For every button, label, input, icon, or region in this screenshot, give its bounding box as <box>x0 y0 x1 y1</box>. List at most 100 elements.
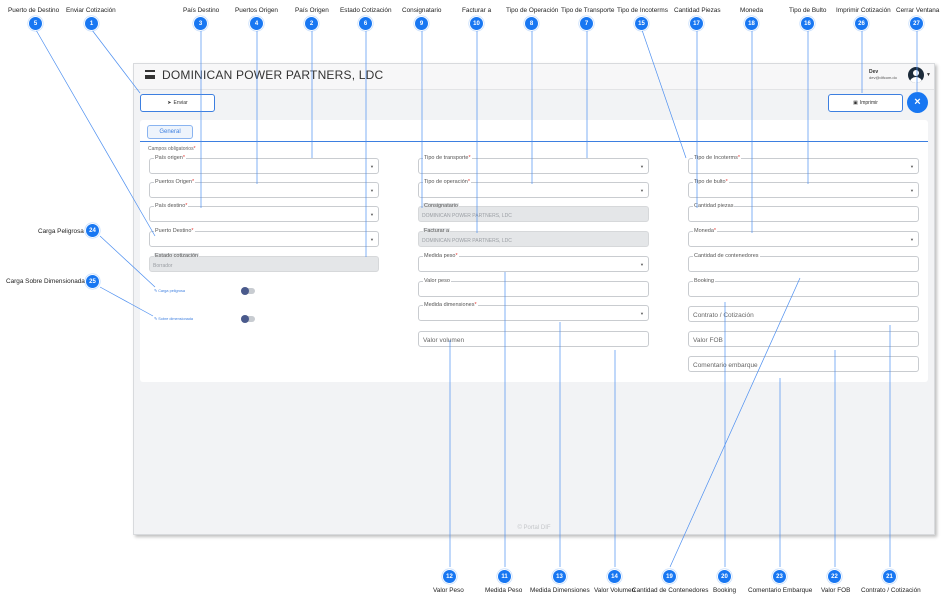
quotation-window: DOMINICAN POWER PARTNERS, LDC Dev dev@di… <box>133 63 935 535</box>
company-name: DOMINICAN POWER PARTNERS, LDC <box>162 68 384 82</box>
contrato-cotizacion-placeholder: Contrato / Cotización <box>693 312 754 319</box>
cantidad-contenedores-input[interactable]: Cantidad de contenedores <box>688 253 919 272</box>
valor-peso-input[interactable]: Valor peso <box>418 278 649 297</box>
callout-badge-12: 12 <box>442 569 457 584</box>
callout-label-23: Comentario Embarque <box>748 587 813 594</box>
carga-peligrosa-label: Carga peligrosa <box>158 288 185 293</box>
puertos-origen-select[interactable]: Puertos Origen* ▼ <box>149 179 379 198</box>
print-quotation-button[interactable]: ▣ Imprimir <box>828 94 903 112</box>
estado-cotizacion-value: Borrador <box>153 263 173 269</box>
valor-fob-input[interactable]: Valor FOB <box>688 331 919 347</box>
callout-badge-1: 1 <box>84 16 99 31</box>
chevron-down-icon: ▼ <box>910 164 914 169</box>
chevron-down-icon: ▼ <box>370 164 374 169</box>
callout-badge-4: 4 <box>249 16 264 31</box>
callout-badge-18: 18 <box>744 16 759 31</box>
tipo-operacion-select[interactable]: Tipo de operación* ▼ <box>418 179 649 198</box>
callout-label-26: Imprimir Cotización <box>836 7 891 14</box>
carga-peligrosa-toggle[interactable] <box>241 287 255 295</box>
callout-badge-17: 17 <box>689 16 704 31</box>
callout-badge-5: 5 <box>28 16 43 31</box>
printer-icon: ▣ <box>853 100 858 106</box>
callout-label-7: Tipo de Transporte <box>561 7 615 14</box>
callout-label-12: Valor Peso <box>433 587 464 594</box>
moneda-select[interactable]: Moneda* ▼ <box>688 228 919 247</box>
callout-badge-13: 13 <box>552 569 567 584</box>
user-avatar-icon[interactable] <box>908 67 924 83</box>
consignatario-field: Consignatario DOMINICAN POWER PARTNERS, … <box>418 203 649 222</box>
sobre-dimensionada-toggle[interactable] <box>241 315 255 323</box>
booking-label: Booking <box>693 278 715 284</box>
callout-badge-16: 16 <box>800 16 815 31</box>
estado-cotizacion-field: Estado cotización Borrador <box>149 253 379 272</box>
callout-badge-10: 10 <box>469 16 484 31</box>
chevron-down-icon: ▼ <box>370 212 374 217</box>
carga-peligrosa-row: ✎ Carga peligrosa <box>154 288 185 294</box>
contrato-cotizacion-input[interactable]: Contrato / Cotización <box>688 306 919 322</box>
callout-badge-20: 20 <box>717 569 732 584</box>
callout-badge-24: 24 <box>85 223 100 238</box>
tipo-transporte-select[interactable]: Tipo de transporte* ▼ <box>418 155 649 174</box>
chevron-down-icon[interactable]: ▼ <box>926 72 931 78</box>
tab-general[interactable]: General <box>147 125 193 139</box>
valor-volumen-input[interactable]: Valor volumen <box>418 331 649 347</box>
callout-badge-25: 25 <box>85 274 100 289</box>
callout-label-16: Tipo de Bulto <box>789 7 827 14</box>
callout-badge-26: 26 <box>854 16 869 31</box>
callout-badge-27: 27 <box>909 16 924 31</box>
chevron-down-icon: ▼ <box>910 237 914 242</box>
callout-label-24: Carga Peligrosa <box>38 228 84 235</box>
pais-destino-select[interactable]: País destino* ▼ <box>149 203 379 222</box>
callout-label-11: Medida Peso <box>485 587 523 594</box>
menu-icon[interactable] <box>145 70 155 79</box>
callout-label-17: Cantidad Piezas <box>674 7 721 14</box>
booking-input[interactable]: Booking <box>688 278 919 297</box>
medida-peso-select[interactable]: Medida peso* ▼ <box>418 253 649 272</box>
callout-label-21: Contrato / Cotización <box>861 587 921 594</box>
footer-copyright: © Portal DIF <box>517 525 551 531</box>
chevron-down-icon: ▼ <box>640 311 644 316</box>
cantidad-piezas-input[interactable]: Cantidad piezas <box>688 203 919 222</box>
callout-badge-9: 9 <box>414 16 429 31</box>
valor-volumen-placeholder: Valor volumen <box>423 337 465 344</box>
sobre-dimensionada-label: Sobre dimensionada <box>158 316 194 321</box>
consignatario-label: Consignatario <box>423 203 459 209</box>
tipo-bulto-select[interactable]: Tipo de bulto* ▼ <box>688 179 919 198</box>
callout-badge-22: 22 <box>827 569 842 584</box>
valor-peso-label: Valor peso <box>423 278 451 284</box>
comentario-embarque-input[interactable]: Comentario embarque <box>688 356 919 372</box>
callout-badge-3: 3 <box>193 16 208 31</box>
callout-label-20: Booking <box>713 587 737 594</box>
callout-badge-2: 2 <box>304 16 319 31</box>
callout-badge-19: 19 <box>662 569 677 584</box>
callout-label-4: Puertos Origen <box>235 7 278 14</box>
callout-badge-14: 14 <box>607 569 622 584</box>
puerto-destino-select[interactable]: Puerto Destino* ▼ <box>149 228 379 247</box>
consignatario-value: DOMINICAN POWER PARTNERS, LDC <box>422 213 512 219</box>
callout-label-22: Valor FOB <box>821 587 851 594</box>
send-quotation-button[interactable]: ➤ Enviar <box>140 94 215 112</box>
medida-dimensiones-label: Medida dimensiones* <box>423 302 478 308</box>
pais-origen-label: País origen* <box>154 155 186 161</box>
tab-underline <box>140 141 928 142</box>
pais-destino-label: País destino* <box>154 203 189 209</box>
wrench-icon: ✎ <box>154 289 158 293</box>
callout-label-18: Moneda <box>740 7 764 14</box>
chevron-down-icon: ▼ <box>640 188 644 193</box>
close-window-button[interactable]: × <box>907 92 928 113</box>
callout-label-2: País Origen <box>295 7 329 14</box>
required-note: Campos obligatorios* <box>148 146 196 152</box>
medida-dimensiones-select[interactable]: Medida dimensiones* ▼ <box>418 302 649 321</box>
paper-plane-icon: ➤ <box>167 100 172 106</box>
callout-label-25: Carga Sobre Dimensionada <box>6 278 85 285</box>
callout-badge-23: 23 <box>772 569 787 584</box>
puertos-origen-label: Puertos Origen* <box>154 179 196 185</box>
tipo-incoterms-select[interactable]: Tipo de Incoterms* ▼ <box>688 155 919 174</box>
chevron-down-icon: ▼ <box>640 164 644 169</box>
top-bar: DOMINICAN POWER PARTNERS, LDC Dev dev@di… <box>134 64 934 90</box>
callout-label-1: Enviar Cotización <box>66 7 116 14</box>
pais-origen-select[interactable]: País origen* ▼ <box>149 155 379 174</box>
wrench-icon: ✎ <box>154 317 158 321</box>
tipo-incoterms-label: Tipo de Incoterms* <box>693 155 741 161</box>
facturar-a-label: Facturar a <box>423 228 451 234</box>
